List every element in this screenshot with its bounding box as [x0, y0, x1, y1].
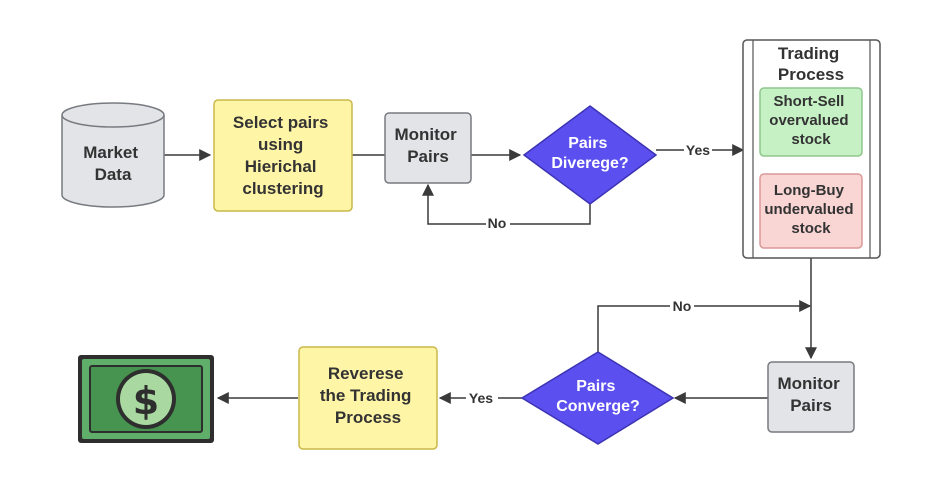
monitor-pairs-bottom-line-1: Monitor: [777, 374, 840, 393]
select-pairs-line-1: Select pairs: [233, 113, 328, 132]
converge-no-label: No: [673, 298, 692, 314]
long-buy-node: Long-Buy undervalued stock: [759, 173, 863, 249]
reverse-process-text: Reverese the Trading Process: [320, 364, 416, 427]
converge-no-label-bg: [670, 298, 694, 314]
diverge-no-label-bg: [486, 215, 510, 231]
market-data-node: Market Data: [61, 102, 165, 208]
pairs-diverge-line-2: Diverege?: [551, 155, 628, 172]
trading-process-node: Trading Process Short-Sell overvalued st…: [742, 39, 881, 259]
banknote-icon: $: [78, 355, 214, 443]
monitor-pairs-bottom-node: Monitor Pairs: [767, 361, 855, 433]
market-data-text: Market Data: [83, 143, 143, 184]
short-sell-line-2: overvalued: [769, 112, 848, 129]
monitor-pairs-top-node: Monitor Pairs: [384, 112, 472, 184]
monitor-pairs-top-line-2: Pairs: [407, 147, 449, 166]
select-pairs-line-2: using: [258, 135, 303, 154]
select-pairs-line-4: clustering: [242, 179, 323, 198]
pairs-converge-line-1: Pairs: [576, 378, 615, 395]
monitor-pairs-top-text: Monitor Pairs: [394, 125, 461, 166]
edge-converge-no-loop: [597, 300, 812, 352]
reverse-process-line-3: Process: [335, 408, 401, 427]
pairs-converge-text: Pairs Converge?: [556, 378, 640, 415]
long-buy-line-3: stock: [791, 220, 831, 237]
pairs-converge-node: Pairs Converge?: [520, 351, 675, 445]
short-sell-text: Short-Sell overvalued stock: [769, 93, 852, 148]
monitor-pairs-bottom-text: Monitor Pairs: [777, 374, 844, 415]
converge-yes-label: Yes: [469, 390, 493, 406]
dollar-sign-icon: $: [133, 379, 159, 423]
long-buy-line-2: undervalued: [764, 201, 853, 218]
select-pairs-node: Select pairs using Hierichal clustering: [213, 99, 353, 212]
select-pairs-line-3: Hierichal: [245, 157, 317, 176]
pairs-converge-line-2: Converge?: [556, 398, 640, 415]
reverse-process-line-2: the Trading: [320, 386, 412, 405]
reverse-process-node: Reverese the Trading Process: [298, 346, 438, 450]
monitor-pairs-top-line-1: Monitor: [394, 125, 457, 144]
long-buy-line-1: Long-Buy: [774, 182, 845, 199]
reverse-process-line-1: Reverese: [328, 364, 404, 383]
long-buy-text: Long-Buy undervalued stock: [764, 182, 857, 237]
market-data-line-1: Market: [83, 143, 138, 162]
trading-process-title: Trading Process: [778, 44, 844, 84]
trading-process-title-line-1: Trading: [778, 44, 839, 63]
monitor-pairs-bottom-line-2: Pairs: [790, 396, 832, 415]
diverge-yes-label: Yes: [686, 142, 710, 158]
pairs-diverge-line-1: Pairs: [568, 135, 607, 152]
market-data-line-2: Data: [95, 165, 132, 184]
pairs-diverge-text: Pairs Diverege?: [551, 135, 628, 172]
select-pairs-text: Select pairs using Hierichal clustering: [233, 113, 333, 198]
short-sell-line-3: stock: [791, 131, 831, 148]
short-sell-line-1: Short-Sell: [773, 93, 844, 110]
short-sell-node: Short-Sell overvalued stock: [759, 87, 863, 157]
pairs-diverge-node: Pairs Diverege?: [522, 105, 658, 205]
diverge-no-label: No: [488, 215, 507, 231]
trading-process-title-line-2: Process: [778, 65, 844, 84]
